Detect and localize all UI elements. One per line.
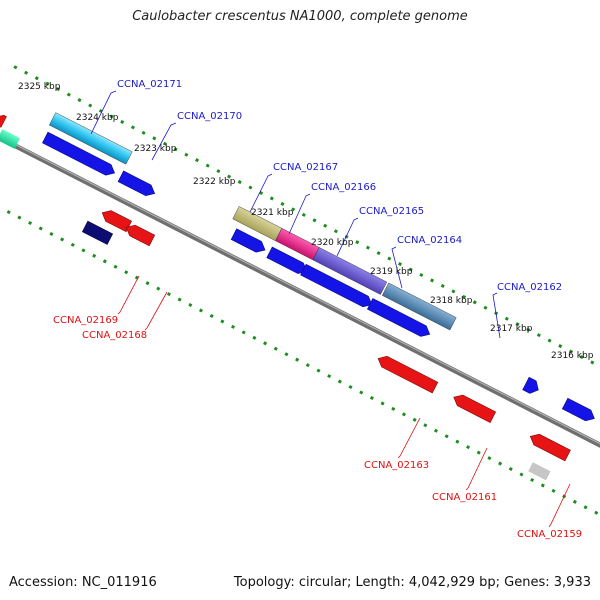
kbp-label: 2320 kbp bbox=[311, 238, 354, 248]
leader-line bbox=[336, 217, 359, 257]
gene-label: CCNA_02165 bbox=[359, 206, 424, 217]
gene-label: CCNA_02167 bbox=[273, 162, 338, 173]
cds-arrow bbox=[0, 114, 7, 128]
kbp-label: 2324 kbp bbox=[76, 113, 119, 123]
leader-line bbox=[249, 173, 273, 213]
gene-label: CCNA_02171 bbox=[117, 79, 182, 90]
cds-arrow bbox=[529, 433, 571, 462]
gene-feature bbox=[49, 112, 133, 165]
gene-label: CCNA_02168 bbox=[82, 330, 147, 341]
genome-summary-text: Topology: circular; Length: 4,042,929 bp… bbox=[233, 575, 591, 590]
kbp-label: 2319 kbp bbox=[370, 267, 413, 277]
gene-label: CCNA_02161 bbox=[432, 492, 497, 503]
gene-feature bbox=[81, 220, 114, 245]
gene-label: CCNA_02163 bbox=[364, 460, 429, 471]
gene-feature bbox=[0, 129, 21, 149]
cds-arrow bbox=[125, 224, 156, 247]
cds-arrow bbox=[366, 298, 431, 337]
gene-label: CCNA_02162 bbox=[497, 282, 562, 293]
kbp-label: 2323 kbp bbox=[134, 144, 177, 154]
leader-line bbox=[288, 193, 311, 235]
accession-text: Accession: NC_011916 bbox=[9, 575, 157, 590]
kbp-label: 2316 kbp bbox=[551, 351, 594, 361]
leader-line bbox=[391, 246, 403, 289]
kbp-label: 2318 kbp bbox=[430, 296, 473, 306]
leader-line bbox=[144, 291, 168, 331]
kbp-label: 2317 kbp bbox=[490, 324, 533, 334]
cds-arrow bbox=[453, 394, 497, 423]
kbp-label: 2321 kbp bbox=[251, 208, 294, 218]
leader-line bbox=[117, 275, 140, 315]
cds-arrow bbox=[117, 170, 156, 197]
leader-line bbox=[492, 292, 501, 339]
gene-label: CCNA_02164 bbox=[397, 235, 462, 246]
gene-feature bbox=[381, 282, 457, 331]
cds-arrow bbox=[42, 131, 116, 176]
gene-label: CCNA_02159 bbox=[517, 529, 582, 540]
gene-label: CCNA_02166 bbox=[311, 182, 376, 193]
leader-line bbox=[90, 90, 117, 135]
gene-feature bbox=[528, 462, 551, 481]
gene-label: CCNA_02169 bbox=[53, 315, 118, 326]
cds-arrow bbox=[300, 263, 373, 308]
cds-arrow bbox=[561, 397, 595, 422]
leader-line bbox=[397, 417, 421, 459]
leader-line bbox=[151, 122, 177, 161]
map-title: Caulobacter crescentus NA1000, complete … bbox=[132, 9, 468, 24]
cds-arrow bbox=[522, 376, 539, 394]
leader-line bbox=[548, 483, 571, 528]
genome-backbone bbox=[0, 122, 600, 469]
cds-arrow bbox=[101, 210, 133, 233]
gene-feature bbox=[312, 247, 388, 295]
cds-arrow bbox=[230, 228, 266, 253]
kbp-label: 2325 kbp bbox=[18, 82, 61, 92]
cds-arrow bbox=[377, 355, 439, 394]
leader-line bbox=[465, 447, 488, 491]
kbp-label: 2322 kbp bbox=[193, 177, 236, 187]
genome-backbone-highlight bbox=[0, 122, 600, 466]
gene-label: CCNA_02170 bbox=[177, 111, 242, 122]
